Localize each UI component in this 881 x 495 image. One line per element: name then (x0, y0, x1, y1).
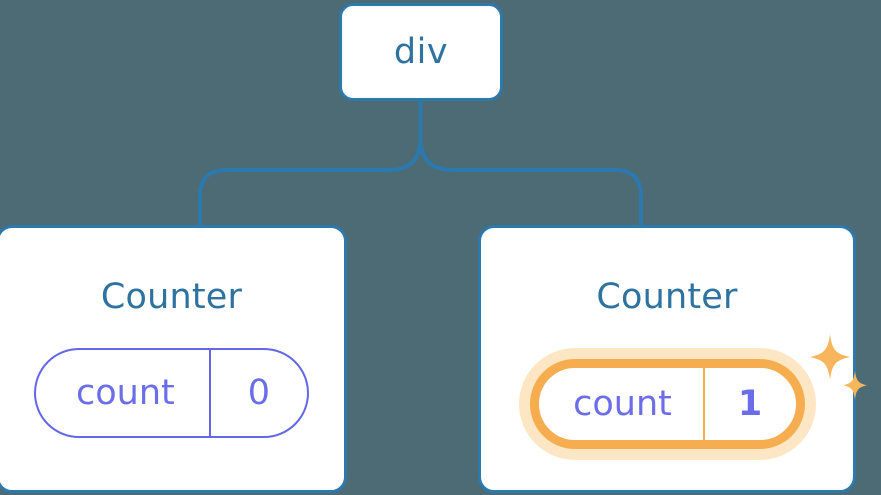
node-div-label: div (393, 31, 449, 72)
state-pill-glow: count 1 (518, 348, 816, 460)
state-key-label: count (36, 350, 211, 436)
state-value-label: 0 (247, 372, 270, 413)
card-counter-left[interactable]: Counter count 0 (0, 225, 347, 493)
card-title: Counter (100, 277, 243, 317)
state-key-label: count (539, 368, 705, 440)
state-pill-wrapper: count 0 (34, 348, 309, 438)
card-counter-right[interactable]: Counter count 1 (478, 225, 867, 493)
state-pill-wrapper-highlighted: count 1 (518, 334, 867, 460)
state-pill-highlighted[interactable]: count 1 (529, 359, 805, 449)
state-pill[interactable]: count 0 (34, 348, 309, 438)
card-title: Counter (596, 277, 738, 317)
state-value-label: 1 (737, 383, 763, 424)
node-div[interactable]: div (339, 3, 503, 101)
